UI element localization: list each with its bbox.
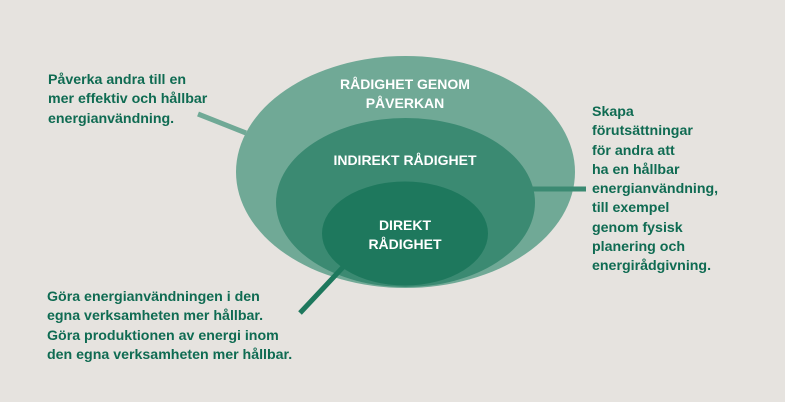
annotation-line: egna verksamheten mer hållbar.: [47, 308, 264, 325]
annotation-line: för andra att: [592, 142, 675, 159]
annotation-line: förutsättningar: [592, 123, 693, 140]
annotation-line: genom fysisk: [592, 219, 683, 236]
annotation-middle: Skapa förutsättningar för andra att ha e…: [592, 103, 718, 277]
annotation-line: planering och: [592, 239, 686, 256]
annotation-outer: Påverka andra till en mer effektiv och h…: [48, 71, 207, 129]
annotation-line: energianvändning.: [48, 110, 175, 127]
outer-label-line: PÅVERKAN: [365, 95, 445, 111]
annotation-line: ha en hållbar: [592, 161, 680, 178]
annotation-line: Påverka andra till en: [48, 72, 187, 88]
annotation-line: energianvändning,: [592, 181, 719, 198]
inner-label-line: DIREKT: [378, 217, 432, 233]
annotation-line: Skapa: [592, 104, 634, 120]
inner-ellipse: [322, 181, 488, 286]
outer-ellipse-label: RÅDIGHET GENOM PÅVERKAN: [305, 75, 505, 113]
annotation-line: Göra produktionen av energi inom: [47, 327, 279, 344]
middle-ellipse-label: INDIREKT RÅDIGHET: [305, 151, 505, 170]
annotation-line: mer effektiv och hållbar: [48, 91, 208, 108]
annotation-line: den egna verksamheten mer hållbar.: [47, 346, 293, 363]
annotation-line: Göra energianvändningen i den: [47, 289, 260, 305]
annotation-inner: Göra energianvändningen i den egna verks…: [47, 288, 292, 365]
outer-label-line: RÅDIGHET GENOM: [340, 76, 470, 92]
annotation-line: till exempel: [592, 200, 670, 217]
leader-line-inner: [298, 263, 347, 315]
inner-label-line: RÅDIGHET: [368, 236, 442, 252]
annotation-line: energirådgivning.: [592, 258, 712, 275]
leader-line-outer: [197, 111, 247, 136]
middle-label-line: INDIREKT RÅDIGHET: [333, 152, 477, 168]
inner-ellipse-label: DIREKT RÅDIGHET: [345, 216, 465, 254]
